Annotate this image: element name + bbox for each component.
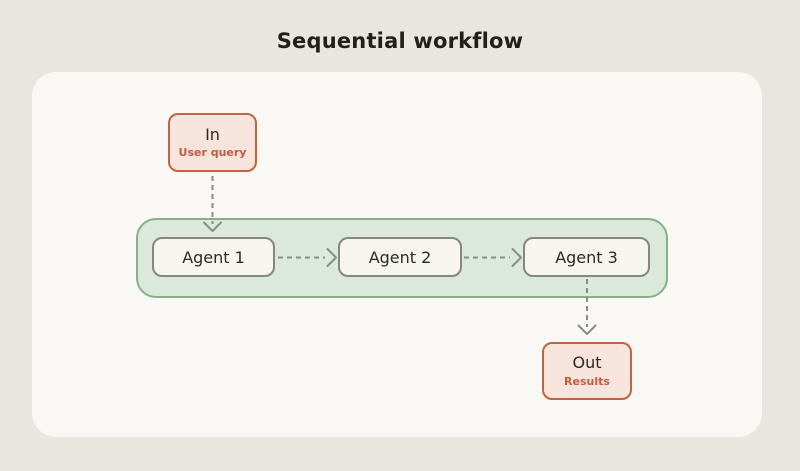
agent-2-node: Agent 2 (338, 237, 462, 277)
agent-1-label: Agent 1 (182, 247, 245, 267)
agent-2-label: Agent 2 (368, 247, 432, 267)
diagram-title: Sequential workflow (276, 29, 524, 53)
output-node: Out Results (542, 342, 632, 400)
input-node: In User query (168, 113, 257, 172)
input-node-label: In (205, 124, 220, 144)
output-node-label: Out (572, 353, 602, 373)
input-node-sublabel: User query (178, 146, 247, 160)
agent-3-label: Agent 3 (555, 247, 618, 267)
agent-3-node: Agent 3 (523, 237, 650, 277)
output-node-sublabel: Results (564, 374, 610, 388)
agent-1-node: Agent 1 (152, 237, 275, 277)
